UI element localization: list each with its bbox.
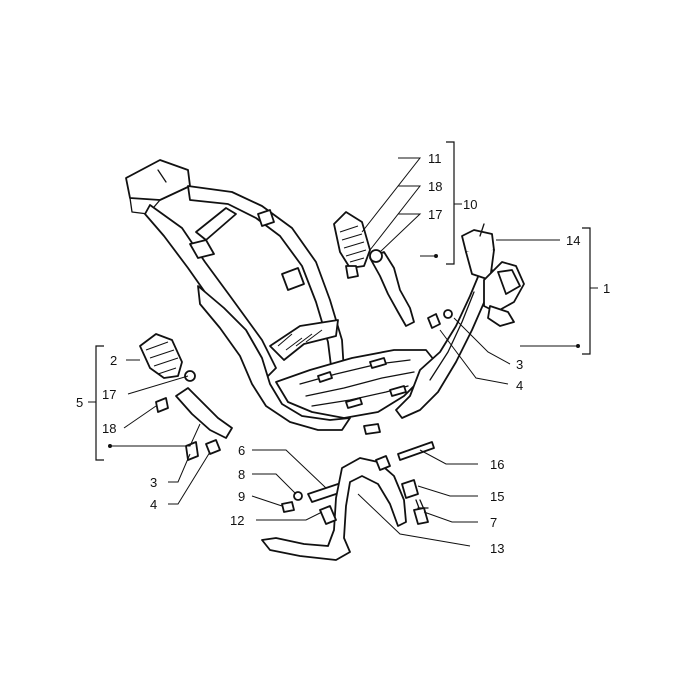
callout-2: 2 <box>110 353 117 368</box>
callout-18-left: 18 <box>102 421 116 436</box>
callout-5: 5 <box>76 395 83 410</box>
callout-1: 1 <box>603 281 610 296</box>
long-bolt <box>397 441 435 461</box>
footrest-rubber-left <box>139 333 183 379</box>
callout-7: 7 <box>490 515 497 530</box>
centre-stand <box>261 457 407 561</box>
scooter-frame <box>125 159 525 435</box>
callout-9: 9 <box>238 489 245 504</box>
callout-8: 8 <box>238 467 245 482</box>
right-footrest-assembly <box>333 211 453 329</box>
callout-16: 16 <box>490 457 504 472</box>
callout-3-left: 3 <box>150 475 157 490</box>
callout-17-right: 17 <box>428 207 442 222</box>
callout-4-left: 4 <box>150 497 157 512</box>
callout-14: 14 <box>566 233 580 248</box>
callout-6: 6 <box>238 443 245 458</box>
callout-4-right: 4 <box>516 378 523 393</box>
callout-18-right: 18 <box>428 179 442 194</box>
callout-17-left: 17 <box>102 387 116 402</box>
callout-10: 10 <box>463 197 477 212</box>
footrest-arm-right <box>369 251 415 327</box>
callout-numbers: 11 18 10 17 14 1 3 4 2 5 17 18 3 4 6 8 9… <box>76 151 610 556</box>
centre-stand-assembly <box>261 441 435 561</box>
footrest-rubber-right <box>333 211 371 269</box>
callout-15: 15 <box>490 489 504 504</box>
callout-11: 11 <box>428 151 442 166</box>
callout-12: 12 <box>230 513 244 528</box>
footrest-arm-left <box>175 387 233 439</box>
callout-13: 13 <box>490 541 504 556</box>
left-footrest-assembly <box>139 333 233 461</box>
callout-3-right: 3 <box>516 357 523 372</box>
leader-lines <box>88 141 598 547</box>
